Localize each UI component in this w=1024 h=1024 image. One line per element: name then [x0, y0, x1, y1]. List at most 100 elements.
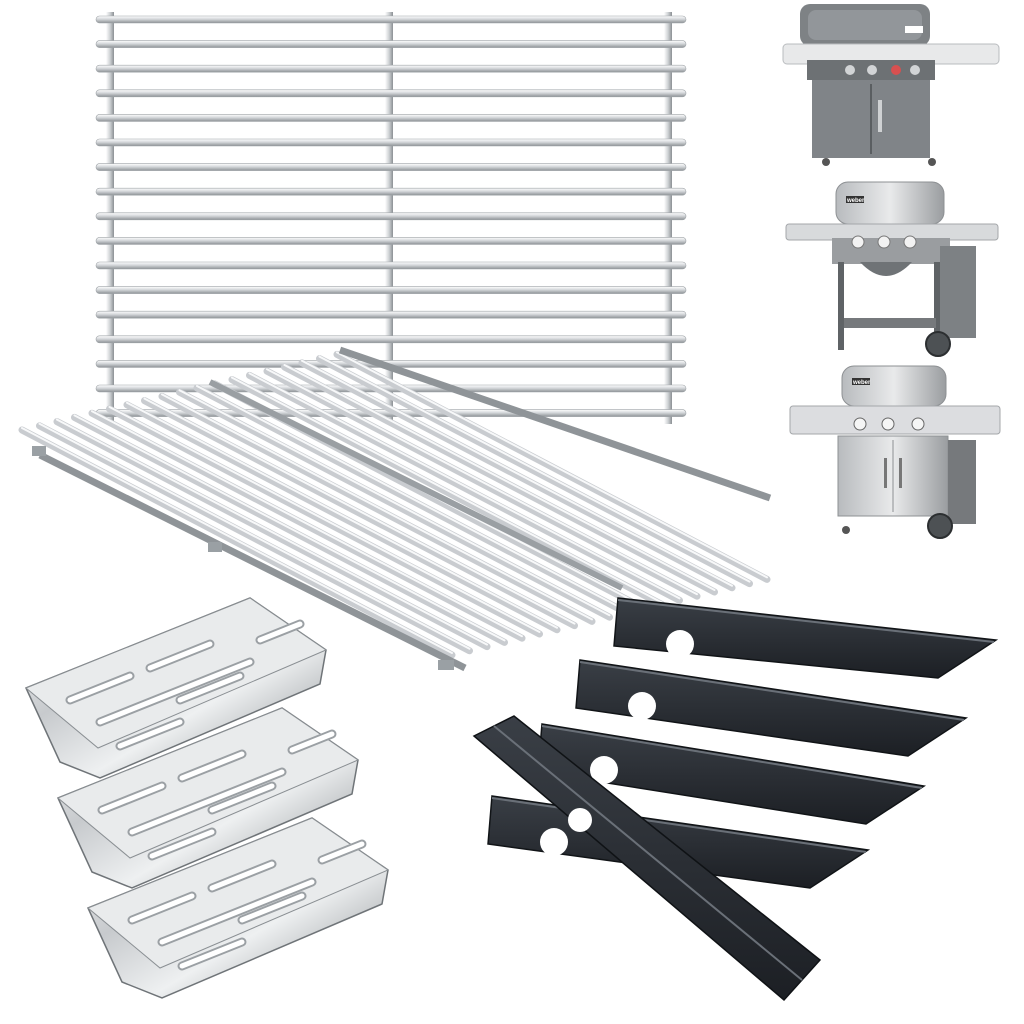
grate-rod-highlight [91, 410, 523, 638]
deflector-slot-hole [147, 641, 213, 671]
deflector-slot-hole [159, 879, 315, 945]
grate-frame-bar [208, 379, 624, 591]
grate-rod [53, 418, 491, 651]
grate-rod-highlight [196, 385, 628, 612]
flavorizer-bar-ridge [617, 599, 995, 643]
grate-rod [95, 212, 687, 221]
cooking-grate-front [95, 12, 687, 424]
grate-rod-highlight [56, 418, 488, 646]
grate-frame-bar [338, 346, 772, 502]
grate-rod [95, 310, 687, 319]
deflector-slot-hole [129, 893, 195, 923]
deflector-slot-hole [209, 861, 275, 891]
deflector-slot-hole [319, 841, 365, 863]
deflector-slot-hole [239, 893, 305, 923]
weber-logo-text: weber [852, 380, 871, 386]
flavorizer-bar [537, 723, 927, 825]
grate-rod [333, 350, 771, 583]
grate-rod [95, 138, 687, 147]
deflector-slot-hole [149, 829, 215, 859]
flavorizer-bar-ridge [491, 797, 867, 853]
grate-rod [141, 397, 578, 630]
flavorizer-bar-ridge [541, 725, 923, 789]
grate-rod [95, 40, 687, 48]
grate-rod [123, 401, 561, 634]
grate-frame-bar [38, 451, 467, 672]
grate-rod [263, 367, 701, 600]
grill-genesis-ii-stainless: weber [789, 365, 1001, 539]
grate-rod-highlight [108, 406, 541, 633]
deflector-slot-hole [67, 673, 133, 703]
deflector-top-face [57, 707, 360, 859]
grate-rod [298, 359, 736, 592]
grate-rod [246, 371, 683, 604]
deflector-slot-hole [179, 751, 245, 781]
flavorizer-bar-ridge [579, 661, 965, 721]
grate-rod-highlight [248, 372, 681, 600]
deflector-slot-hole [117, 719, 183, 749]
grate-rod-highlight [266, 368, 698, 596]
flavorizer-bar-angled [472, 715, 822, 1002]
grate-rod-highlight [301, 359, 733, 587]
flavorizer-bar-body [575, 659, 969, 757]
flavorizer-bar-body [472, 715, 822, 1002]
grate-rod-highlight [21, 427, 453, 654]
heat-deflector [56, 707, 360, 889]
grate-rod-highlight [126, 401, 558, 629]
grate-rod-highlight [231, 376, 663, 604]
heat-deflector [86, 817, 390, 999]
grate-rod [95, 286, 687, 294]
grate-rod [281, 363, 718, 596]
grate-rod-highlight [318, 355, 751, 583]
grill-genesis-ii-open-cart: weber [785, 181, 999, 357]
grate-rod [71, 413, 508, 646]
flavorizer-bar-set [472, 597, 999, 1002]
flavorizer-bar-notch [590, 756, 618, 784]
weber-logo-text: weber [846, 198, 865, 204]
flavorizer-bar-body [613, 597, 999, 679]
grate-foot [208, 542, 222, 552]
grate-rod [95, 114, 687, 122]
grate-rod [18, 426, 456, 659]
flavorizer-bar-notch [568, 808, 592, 832]
grate-rod [88, 409, 526, 642]
grate-rod [95, 64, 687, 73]
grate-rod [106, 405, 543, 638]
grate-rod [228, 376, 666, 609]
deflector-slot-hole [97, 659, 253, 725]
deflector-slot-hole [99, 783, 165, 813]
grate-rod [36, 422, 473, 655]
deflector-slot-hole [209, 783, 275, 813]
flavorizer-bar-ridge [493, 725, 803, 981]
grate-rod-highlight [73, 414, 506, 642]
grate-rod [95, 163, 687, 171]
grate-rod [158, 392, 596, 625]
grate-rod [176, 388, 613, 621]
heat-deflector [24, 597, 328, 779]
flavorizer-bar-notch [540, 828, 568, 856]
grate-rod-highlight [161, 393, 593, 621]
deflector-slot-hole [129, 769, 285, 835]
deflector-top-face [25, 597, 328, 749]
grate-rod [95, 335, 687, 344]
grate-rod [95, 261, 687, 270]
flavorizer-bar-notch [628, 692, 656, 720]
grate-rod [95, 187, 687, 196]
grate-rod [95, 15, 687, 24]
flavorizer-bar [575, 659, 969, 757]
grate-rod [193, 384, 631, 617]
deflector-slot-hole [177, 673, 243, 703]
deflector-top-face [87, 817, 390, 969]
grate-rod-highlight [283, 364, 716, 591]
flavorizer-bar-notch [666, 630, 694, 658]
grate-rod [95, 237, 687, 245]
grate-foot [438, 660, 454, 670]
deflector-slot-hole [179, 939, 245, 969]
grate-rod-highlight [143, 397, 576, 625]
grate-foot [32, 446, 46, 456]
grill-genesis-grey [782, 4, 1000, 166]
deflector-slot-hole [257, 621, 303, 643]
flavorizer-bar [613, 597, 999, 679]
cooking-grate-angled [18, 346, 772, 672]
